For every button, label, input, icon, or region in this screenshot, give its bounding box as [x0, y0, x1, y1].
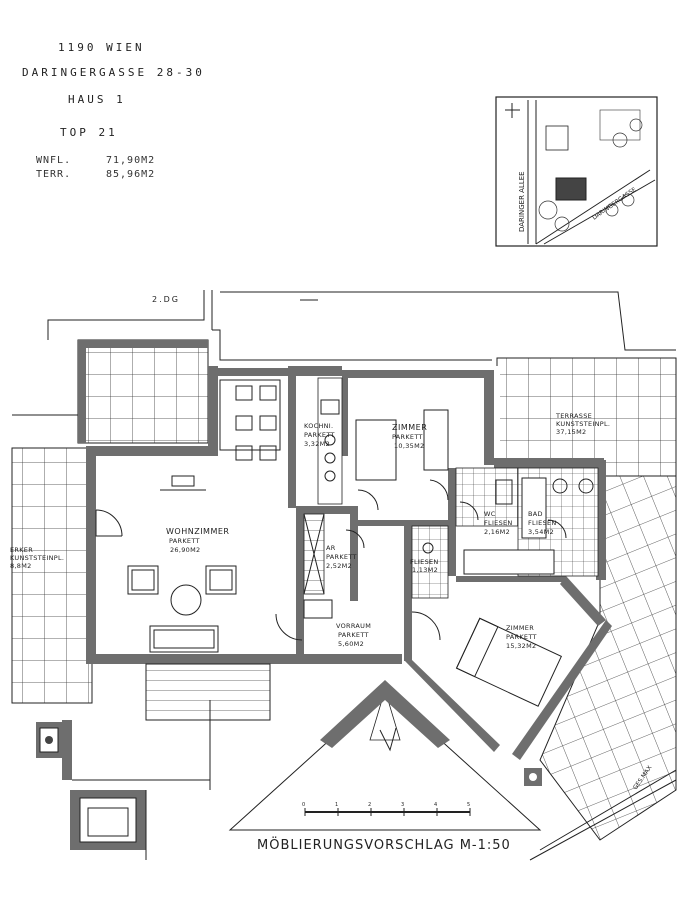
room-terrasse: TERRASSE KUNSTSTEINPL. 37,15M2 [555, 412, 610, 436]
room-area: 5,60M2 [338, 640, 364, 648]
scale-tick-0: 0 [302, 802, 305, 808]
living-room-furniture [127, 475, 237, 653]
scale-tick-5: 5 [467, 802, 470, 808]
room-name: ZIMMER [392, 423, 427, 432]
terrace-left [11, 447, 93, 704]
room-kochnische: KOCHNI. PARKETT 3,32M2 [304, 422, 335, 448]
wc-tiles [411, 525, 449, 599]
room-area: 3,32M2 [304, 440, 330, 448]
street-label-allee: DARINGER ALLEE [518, 171, 526, 232]
scale-tick-4: 4 [434, 802, 437, 808]
room-floor: PARKETT [304, 431, 335, 439]
scale-tick-3: 3 [401, 802, 404, 808]
room-area: 26,90M2 [170, 546, 200, 554]
site-plan-inset: DARINGER ALLEE DARINGERGASSE [495, 96, 658, 247]
room-zimmer-2: ZIMMER PARKETT 15,32M2 [506, 624, 537, 650]
room-name: VORRAUM [336, 622, 371, 630]
room-floor: PARKETT [392, 433, 423, 441]
room-area: 10,35M2 [394, 442, 424, 450]
room-floor: PARKETT [506, 633, 537, 641]
bed-room2 [455, 617, 563, 707]
terrace-right [496, 357, 677, 477]
room-floor: KUNSTSTEINPL. [10, 554, 64, 562]
room-floor: PARKETT [326, 553, 357, 561]
wnfl-label: WNFL. [36, 155, 72, 166]
dining-table [219, 379, 281, 461]
room-fliesen-small: FLIESEN 1,13M2 [410, 558, 439, 574]
address-street: DARINGERGASSE 28-30 [22, 66, 205, 79]
address-house: HAUS 1 [68, 93, 126, 106]
terr-label: TERR. [36, 169, 72, 180]
room-area: 8,8M2 [10, 562, 32, 570]
floor-label: 2.DG [152, 295, 180, 304]
room-floor: KUNSTSTEINPL. [556, 420, 610, 428]
room-area: 2,16M2 [484, 528, 510, 536]
room-zimmer-1: ZIMMER PARKETT 10,35M2 [392, 423, 427, 450]
room-name: FLIESEN [410, 558, 439, 566]
room-floor: FLIESEN [484, 519, 513, 527]
room-name: BAD [528, 510, 543, 518]
room-floor: PARKETT [338, 631, 369, 639]
address-city: 1190 WIEN [58, 41, 145, 54]
room-bad: BAD FLIESEN 3,54M2 [528, 510, 557, 536]
wnfl-value: 71,90M2 [106, 155, 156, 166]
room-name: WOHNZIMMER [166, 527, 229, 536]
room-wc: WC FLIESEN 2,16M2 [484, 510, 513, 536]
room-vorraum: VORRAUM PARKETT 5,60M2 [336, 622, 371, 648]
address-unit: TOP 21 [60, 126, 118, 139]
stairwell [145, 663, 271, 721]
room-name: KOCHNI. [304, 422, 333, 430]
room-area: 15,32M2 [506, 642, 536, 650]
balcony-upper-left [77, 339, 209, 444]
room-area: 37,15M2 [556, 428, 586, 436]
room-area: 1,13M2 [412, 566, 438, 574]
room-floor: PARKETT [169, 537, 200, 545]
room-floor: FLIESEN [528, 519, 557, 527]
room-area: 3,54M2 [528, 528, 554, 536]
room-ar: AR PARKETT 2,52M2 [326, 544, 357, 570]
scale-tick-2: 2 [368, 802, 371, 808]
room-erker: ERKER KUNSTSTEINPL. 8,8M2 [10, 546, 64, 570]
bed-room1 [355, 419, 397, 481]
room-name: TERRASSE [555, 412, 592, 420]
room-name: WC [484, 510, 496, 518]
room-area: 2,52M2 [326, 562, 352, 570]
north-arrow-plan-icon [379, 727, 397, 752]
terr-value: 85,96M2 [106, 169, 156, 180]
room-wohnzimmer: WOHNZIMMER PARKETT 26,90M2 [166, 527, 229, 554]
scale-bar: 0 1 2 3 4 5 [302, 802, 471, 816]
drawing-title: MÖBLIERUNGSVORSCHLAG M-1:50 [257, 836, 511, 853]
room-name: ERKER [10, 546, 33, 554]
scale-tick-1: 1 [335, 802, 338, 808]
north-arrow-icon [505, 103, 520, 118]
room-name: AR [326, 544, 336, 552]
room-name: ZIMMER [506, 624, 534, 632]
